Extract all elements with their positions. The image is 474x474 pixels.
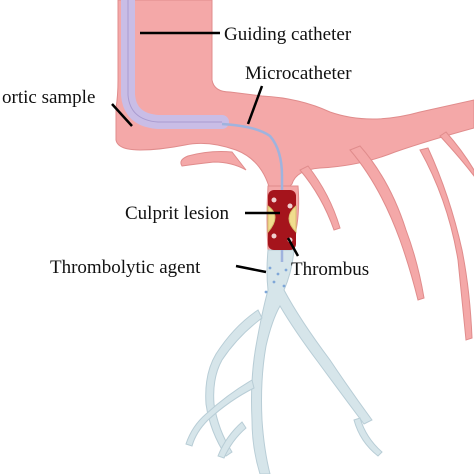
- label-aortic-sample: ortic sample: [2, 87, 95, 108]
- agent-dot: [282, 284, 286, 288]
- label-guiding-catheter: Guiding catheter: [224, 24, 352, 45]
- microcatheter: [221, 122, 284, 262]
- diagonal-branch-1: [349, 145, 425, 301]
- diagonal-branch-2: [419, 147, 473, 341]
- treated-side-branch-2: [185, 379, 255, 447]
- agent-dot: [272, 280, 276, 284]
- diagonal-branch-4: [439, 131, 474, 177]
- agent-dot: [264, 290, 268, 294]
- thrombus-dot: [287, 203, 293, 209]
- label-thrombolytic-agent: Thrombolytic agent: [50, 257, 201, 278]
- leader-aortic-sample: [111, 103, 133, 127]
- aorta-vessel: [115, 0, 474, 191]
- diagonal-branch-3: [299, 165, 341, 231]
- treated-side-branch-3: [353, 417, 383, 457]
- treated-side-branch-4: [217, 421, 247, 459]
- plaque-right: [288, 204, 297, 234]
- label-thrombus: Thrombus: [291, 259, 369, 280]
- guiding-catheter-edge: [127, 0, 222, 123]
- leader-microcatheter: [246, 85, 264, 125]
- agent-dot: [284, 268, 288, 272]
- treated-side-branch-1: [205, 309, 263, 457]
- agent-dot: [268, 266, 272, 270]
- label-microcatheter: Microcatheter: [245, 63, 352, 84]
- thrombus-dot: [271, 233, 277, 239]
- agent-dot: [276, 272, 280, 276]
- leader-thrombolytic-agent: [235, 264, 267, 274]
- septal-branch: [180, 151, 247, 171]
- thrombus-dot: [271, 197, 277, 203]
- label-culprit-lesion: Culprit lesion: [125, 203, 229, 224]
- treated-vessel: [251, 249, 373, 474]
- leader-thrombus: [286, 237, 300, 257]
